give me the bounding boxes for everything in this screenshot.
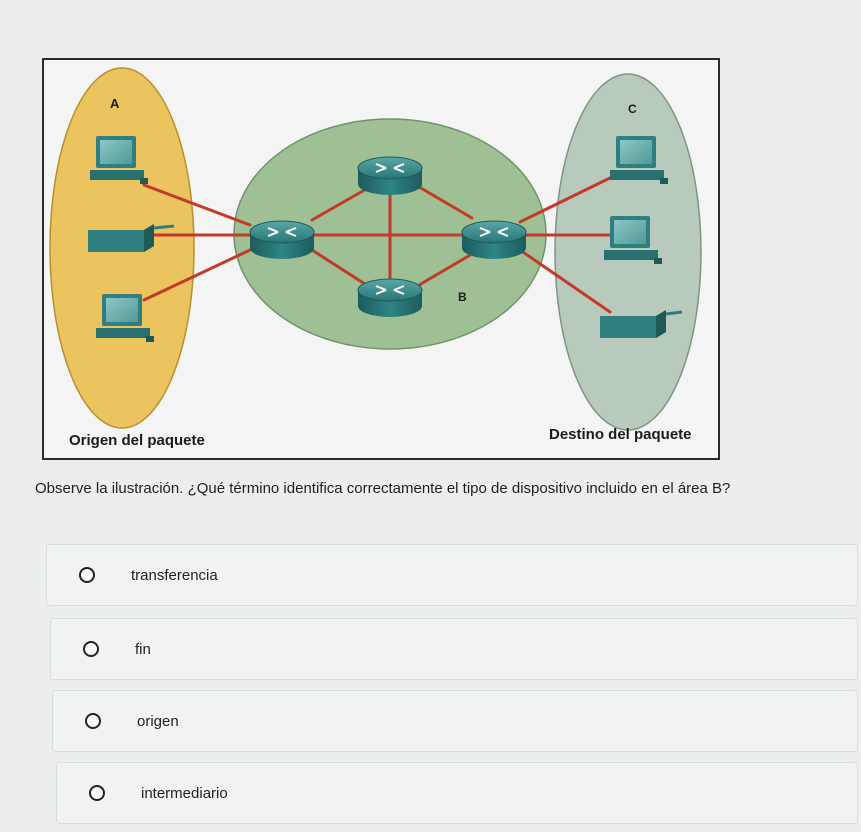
area-a-label: A	[110, 96, 120, 111]
printer-icon	[88, 224, 175, 252]
option-label: origen	[137, 713, 179, 730]
radio-button[interactable]	[89, 785, 105, 801]
option-transferencia[interactable]: transferencia	[46, 544, 858, 606]
network-diagram-drawing	[49, 67, 702, 431]
radio-button[interactable]	[79, 567, 95, 583]
option-label: intermediario	[141, 785, 228, 802]
printer-icon	[600, 310, 683, 338]
option-intermediario[interactable]: intermediario	[56, 762, 858, 824]
radio-button[interactable]	[83, 641, 99, 657]
router-icon	[249, 220, 315, 259]
router-icon	[357, 156, 423, 195]
network-diagram: A C B Origen del paquete Destino del paq…	[42, 58, 720, 460]
desktop-computer-icon	[604, 216, 662, 264]
router-icon	[357, 278, 423, 317]
area-c-label: C	[628, 102, 637, 116]
desktop-computer-icon	[90, 136, 148, 184]
network-links	[142, 174, 618, 314]
area-b-label: B	[458, 290, 467, 304]
option-fin[interactable]: fin	[50, 618, 858, 680]
desktop-computer-icon	[96, 294, 154, 342]
option-origen[interactable]: origen	[52, 690, 858, 752]
radio-button[interactable]	[85, 713, 101, 729]
destination-label: Destino del paquete	[549, 426, 692, 443]
desktop-computer-icon	[610, 136, 668, 184]
option-label: fin	[135, 641, 151, 658]
option-label: transferencia	[131, 567, 218, 584]
router-icon	[461, 220, 527, 259]
question-text: Observe la ilustración. ¿Qué término ide…	[35, 480, 731, 497]
source-label: Origen del paquete	[69, 432, 205, 449]
